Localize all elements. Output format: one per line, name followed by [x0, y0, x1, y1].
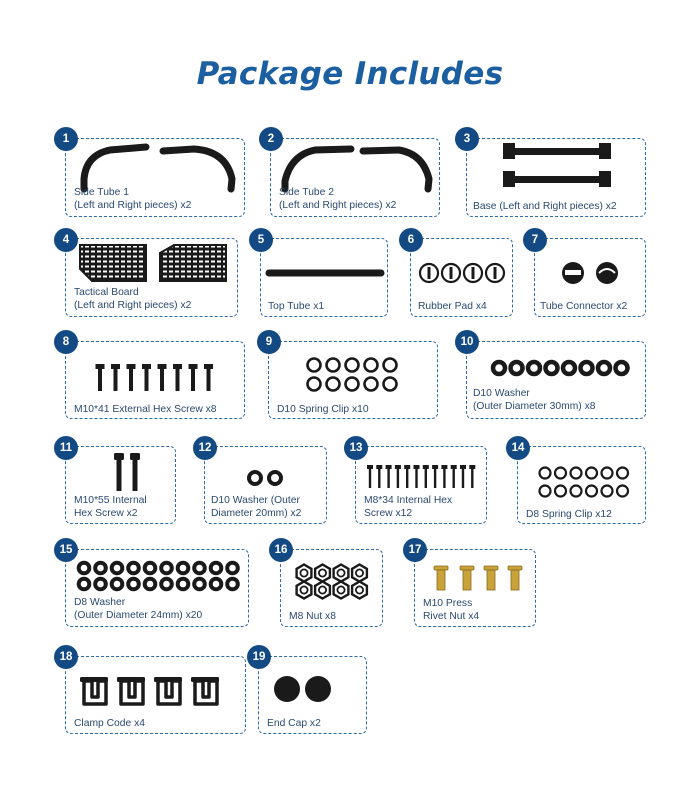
m8-nut-image	[295, 563, 369, 600]
item-badge-17: 17	[403, 538, 427, 562]
tactical-board-image	[79, 244, 227, 282]
item-badge-7: 7	[523, 228, 547, 252]
item-badge-9: 9	[257, 330, 281, 354]
item-label-10a: D10 Washer	[473, 388, 530, 399]
item-badge-15: 15	[54, 538, 78, 562]
item-label-12b: Diameter 20mm) x2	[211, 507, 302, 519]
item-label-19a: End Cap x2	[267, 718, 321, 729]
rubber-pad-image	[418, 262, 506, 284]
item-label-9a: D10 Spring Clip x10	[277, 404, 369, 415]
top-tube-image	[265, 269, 385, 277]
item-badge-11: 11	[54, 436, 78, 460]
item-card-10: D10 Washer(Outer Diameter 30mm) x8	[466, 341, 646, 419]
side-tube-2-image	[281, 145, 433, 193]
item-card-2: Side Tube 2(Left and Right pieces) x2	[270, 138, 440, 217]
item-label-1b: (Left and Right pieces) x2	[74, 199, 192, 211]
washer-30-image	[490, 359, 630, 377]
item-label-7a: Tube Connector x2	[540, 301, 628, 312]
item-card-4: Tactical Board(Left and Right pieces) x2	[65, 238, 238, 317]
item-label-2b: (Left and Right pieces) x2	[279, 199, 397, 211]
item-label-4b: (Left and Right pieces) x2	[74, 299, 192, 311]
item-label-8a: M10*41 External Hex Screw x8	[74, 404, 217, 415]
item-label-11b: Hex Screw x2	[74, 507, 138, 519]
item-card-6: Rubber Pad x4	[410, 238, 513, 317]
item-badge-8: 8	[54, 330, 78, 354]
hex-screw-image	[95, 364, 213, 391]
item-card-3: Base (Left and Right pieces) x2	[466, 138, 646, 217]
item-label-15a: D8 Washer	[74, 597, 126, 608]
item-label-2a: Side Tube 2	[279, 187, 334, 198]
d8-washer-image	[76, 560, 240, 592]
item-label-17b: Rivet Nut x4	[423, 610, 480, 622]
item-card-8: M10*41 External Hex Screw x8	[65, 341, 245, 419]
item-card-18: Clamp Code x4	[65, 656, 246, 734]
item-label-10b: (Outer Diameter 30mm) x8	[473, 400, 596, 412]
item-badge-4: 4	[54, 228, 78, 252]
item-card-1: Side Tube 1(Left and Right pieces) x2	[65, 138, 245, 217]
item-label-14a: D8 Spring Clip x12	[526, 509, 612, 520]
item-card-16: M8 Nut x8	[280, 549, 383, 627]
item-card-5: Top Tube x1	[260, 238, 388, 317]
item-badge-14: 14	[506, 436, 530, 460]
tube-connector-image	[562, 262, 618, 284]
end-cap-image	[274, 676, 331, 702]
rivet-nut-image	[433, 565, 523, 591]
item-label-1a: Side Tube 1	[74, 187, 129, 198]
d8-spring-clip-image	[538, 466, 630, 498]
item-badge-19: 19	[247, 645, 271, 669]
page-title: Package Includes	[196, 56, 504, 92]
item-label-12a: D10 Washer (Outer	[211, 495, 300, 506]
item-label-17a: M10 Press	[423, 598, 473, 609]
item-badge-16: 16	[269, 538, 293, 562]
washer-20-image	[247, 470, 283, 486]
item-label-4a: Tactical Board	[74, 287, 139, 298]
m8-screw-image	[367, 465, 476, 488]
item-badge-10: 10	[455, 330, 479, 354]
clamp-image	[80, 677, 219, 706]
item-badge-18: 18	[54, 645, 78, 669]
item-card-7: Tube Connector x2	[534, 238, 646, 317]
spring-clip-image	[306, 357, 398, 392]
item-badge-3: 3	[455, 127, 479, 151]
item-label-11a: M10*55 Internal	[74, 495, 147, 506]
item-label-5a: Top Tube x1	[268, 301, 325, 312]
item-badge-5: 5	[249, 228, 273, 252]
item-label-13b: Screw x12	[364, 507, 413, 519]
side-tube-1-image	[80, 143, 236, 193]
item-card-19: End Cap x2	[258, 656, 367, 734]
item-label-3a: Base (Left and Right pieces) x2	[473, 201, 617, 212]
item-card-14: D8 Spring Clip x12	[517, 446, 646, 524]
item-card-9: D10 Spring Clip x10	[268, 341, 438, 419]
item-badge-1: 1	[54, 127, 78, 151]
item-label-13a: M8*34 Internal Hex	[364, 495, 453, 506]
item-label-18a: Clamp Code x4	[74, 718, 145, 729]
item-label-15b: (Outer Diameter 24mm) x20	[74, 609, 203, 621]
base-image	[503, 143, 611, 187]
item-label-16a: M8 Nut x8	[289, 611, 336, 622]
item-card-15: D8 Washer(Outer Diameter 24mm) x20	[65, 549, 249, 627]
item-badge-2: 2	[259, 127, 283, 151]
item-label-6a: Rubber Pad x4	[418, 301, 487, 312]
internal-hex-screw-image	[114, 453, 140, 491]
item-badge-6: 6	[399, 228, 423, 252]
item-badge-12: 12	[193, 436, 217, 460]
item-badge-13: 13	[344, 436, 368, 460]
